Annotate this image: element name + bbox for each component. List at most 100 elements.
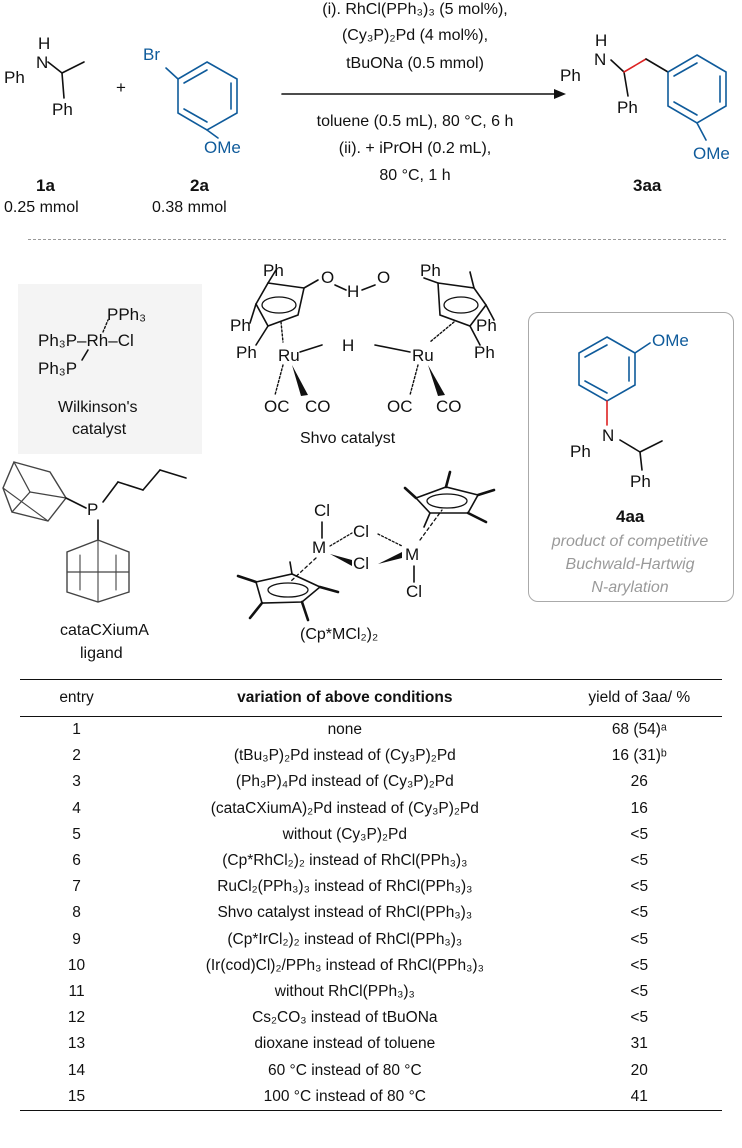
side-product-ph2: Ph <box>630 472 651 491</box>
cell-variation: RuCl₂(PPh₃)₃ instead of RhCl(PPh₃)₃ <box>217 878 473 896</box>
table-row: 8 Shvo catalyst instead of RhCl(PPh₃)₃ <5 <box>20 900 722 926</box>
table-row: 14 60 °C instead of 80 °C 20 <box>20 1057 722 1083</box>
table-row: 10 (Ir(cod)Cl)₂/PPh₃ instead of RhCl(PPh₃… <box>20 953 722 979</box>
side-product-box <box>528 312 734 602</box>
ligand-name-line2: ligand <box>80 645 123 662</box>
cell-entry: 4 <box>72 799 81 817</box>
shvo-ph-l1: Ph <box>230 316 251 335</box>
wilkinson-box <box>18 284 202 454</box>
cell-entry: 15 <box>20 1083 134 1111</box>
side-product-description: product of competitive Buchwald-Hartwig … <box>530 530 730 599</box>
cell-variation: (cataCXiumA)₂Pd instead of (Cy₃P)₂Pd <box>210 799 479 817</box>
side-product-desc-line2: Buchwald-Hartwig <box>565 556 695 573</box>
cell-yield: <5 <box>630 982 649 1000</box>
shvo-o-right: O <box>377 268 391 287</box>
cell-yield: 26 <box>630 773 648 791</box>
condition-line-4: toluene (0.5 mL), 80 °C, 6 h <box>316 113 514 130</box>
table-row: 7 RuCl₂(PPh₃)₃ instead of RhCl(PPh₃)₃ <5 <box>20 874 722 900</box>
cell-yield: 16 <box>630 799 648 817</box>
cell-entry: 14 <box>67 1061 86 1079</box>
header-yield: yield of 3aa/ % <box>556 679 722 717</box>
side-product-desc-line3: N-arylation <box>591 579 669 596</box>
reaction-bonds <box>47 54 727 141</box>
dimer-cl-bridge2: Cl <box>353 554 370 573</box>
reactant-1a-h: H <box>38 34 51 53</box>
dimer-cl-bridge1: Cl <box>353 522 370 541</box>
table-row: 4 (cataCXiumA)₂Pd instead of (Cy₃P)₂Pd 16 <box>20 796 722 822</box>
shvo-ru-left: Ru <box>278 346 300 365</box>
reactant-1a-n: N <box>36 53 49 72</box>
reactant-1a-amount: 0.25 mmol <box>4 199 79 216</box>
cell-yield: 41 <box>556 1083 722 1111</box>
plus-sign: + <box>116 78 126 97</box>
shvo-o-left: O <box>321 268 335 287</box>
cell-variation: none <box>327 721 363 739</box>
side-product-ph1: Ph <box>570 442 591 461</box>
cell-variation: 60 °C instead of 80 °C <box>267 1061 422 1079</box>
shvo-co-right: CO <box>436 397 462 416</box>
reactant-1a-id: 1a <box>36 176 55 195</box>
dimer-m-left: M <box>312 538 327 557</box>
shvo-co-left: CO <box>305 397 331 416</box>
cell-yield: 20 <box>630 1061 648 1079</box>
dashed-separator <box>28 239 726 240</box>
cell-variation: 100 °C instead of 80 °C <box>133 1083 557 1111</box>
cell-variation: (Ph₃P)₄Pd instead of (Cy₃P)₂Pd <box>235 773 454 791</box>
wilkinson-name-line1: Wilkinson's <box>58 399 138 416</box>
cell-variation: (Ir(cod)Cl)₂/PPh₃ instead of RhCl(PPh₃)₃ <box>205 956 484 974</box>
product-3aa-ome: OMe <box>693 144 730 163</box>
header-variation: variation of above conditions <box>133 679 557 717</box>
cell-variation: Cs₂CO₃ instead of tBuONa <box>252 1009 438 1027</box>
cell-yield: <5 <box>630 878 649 896</box>
shvo-ph-r1: Ph <box>476 316 497 335</box>
product-3aa-n: N <box>594 50 607 69</box>
cell-entry: 3 <box>72 773 81 791</box>
shvo-name: Shvo catalyst <box>300 430 396 447</box>
side-product-n: N <box>602 426 615 445</box>
product-3aa-h: H <box>595 31 608 50</box>
cell-yield: <5 <box>630 1009 649 1027</box>
cell-yield: <5 <box>630 852 649 870</box>
cell-entry: 8 <box>72 904 81 922</box>
conditions-table: entry variation of above conditions yiel… <box>20 679 722 1111</box>
reactant-2a-ome: OMe <box>204 138 241 157</box>
shvo-ph-l2: Ph <box>236 343 257 362</box>
reactant-2a-br: Br <box>143 45 160 64</box>
product-3aa-id: 3aa <box>633 176 662 195</box>
cell-variation: dioxane instead of toluene <box>254 1035 436 1053</box>
ligand-name-line1: cataCXiumA <box>60 622 149 639</box>
cell-variation: without (Cy₃P)₂Pd <box>282 825 407 843</box>
table-header-row: entry variation of above conditions yiel… <box>20 679 722 717</box>
wilkinson-name-line2: catalyst <box>72 421 127 438</box>
shvo-ph-tr: Ph <box>420 261 441 280</box>
ligand-p: P <box>87 500 99 519</box>
cell-yield: 16 (31)ᵇ <box>611 747 667 765</box>
cell-variation: (Cp*IrCl₂)₂ instead of RhCl(PPh₃)₃ <box>227 930 463 948</box>
reactant-2a-id: 2a <box>190 176 209 195</box>
dimer-m-right: M <box>405 545 420 564</box>
condition-line-6: 80 °C, 1 h <box>379 167 451 184</box>
header-entry: entry <box>20 679 134 717</box>
cell-variation: (tBu₃P)₂Pd instead of (Cy₃P)₂Pd <box>233 747 456 765</box>
cell-variation: Shvo catalyst instead of RhCl(PPh₃)₃ <box>217 904 473 922</box>
cell-entry: 7 <box>72 878 81 896</box>
wilkinson-pph3: PPh₃ <box>107 305 147 324</box>
catalyst-bonds <box>2 269 663 622</box>
reactant-1a-ph1: Ph <box>4 68 25 87</box>
cell-entry: 10 <box>67 956 86 974</box>
cell-entry: 13 <box>67 1035 86 1053</box>
product-3aa-ph2: Ph <box>617 98 638 117</box>
shvo-ph-tl: Ph <box>263 261 284 280</box>
shvo-ph-r2: Ph <box>474 343 495 362</box>
dimer-cl-top: Cl <box>314 501 331 520</box>
condition-line-1: (i). RhCl(PPh₃)₃ (5 mol%), <box>322 1 508 18</box>
side-product-id: 4aa <box>616 507 645 526</box>
cell-yield: <5 <box>630 904 649 922</box>
shvo-oc-right: OC <box>387 397 413 416</box>
cell-entry: 6 <box>72 852 81 870</box>
